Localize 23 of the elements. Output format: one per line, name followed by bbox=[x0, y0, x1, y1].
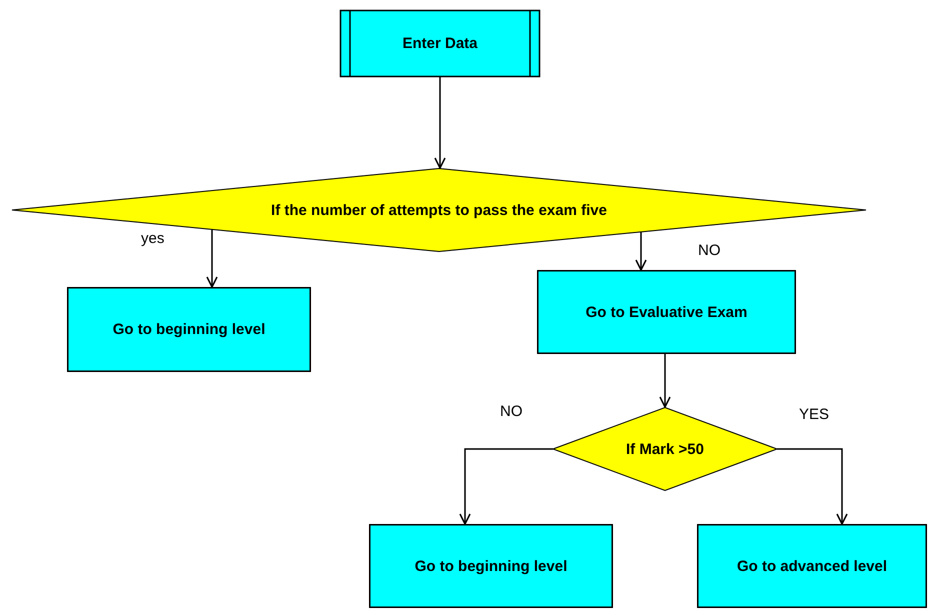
predefined-process-box bbox=[340, 10, 540, 77]
node-text: Go to advanced level bbox=[736, 558, 888, 574]
edge-label: YES bbox=[799, 406, 830, 423]
arrow bbox=[777, 448, 848, 525]
node-text: Enter Data bbox=[402, 35, 478, 52]
node-text: Go to beginning level bbox=[414, 558, 568, 574]
node-text: Go to Evaluative Exam bbox=[586, 304, 748, 320]
arrow bbox=[659, 354, 671, 408]
node-text: Go to beginning level bbox=[112, 321, 266, 338]
node-text: If Mark >50 bbox=[626, 440, 704, 458]
node-text: If the number of attempts to pass the exam five bbox=[271, 202, 607, 218]
edge-label: NO bbox=[698, 242, 720, 259]
edge-label: NO bbox=[500, 403, 522, 420]
process-box bbox=[369, 524, 613, 608]
edge-label: yes bbox=[141, 230, 164, 247]
arrow bbox=[635, 232, 647, 271]
arrow bbox=[434, 77, 446, 169]
arrow bbox=[459, 448, 553, 525]
process-box bbox=[697, 524, 927, 608]
process-box bbox=[67, 287, 311, 372]
arrow bbox=[206, 230, 218, 288]
process-box bbox=[537, 270, 796, 354]
decision-diamond bbox=[553, 407, 777, 491]
